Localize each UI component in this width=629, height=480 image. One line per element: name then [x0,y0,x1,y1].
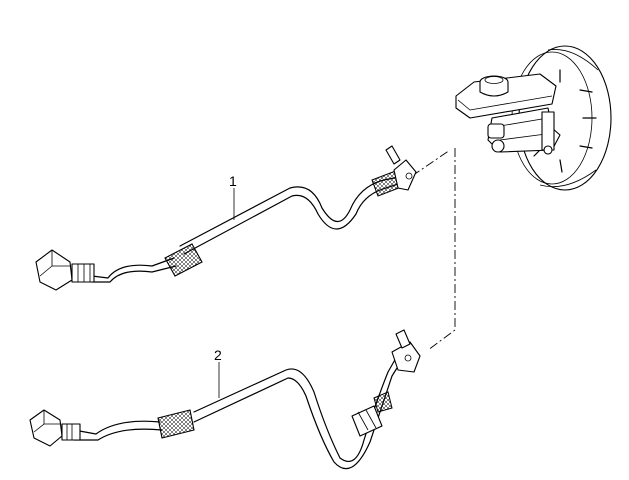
braided-hose-section-2 [157,409,195,439]
braided-hose-section [164,243,203,277]
brake-booster-assembly [455,45,612,191]
leader-line-upper [411,149,451,177]
callout-1-number: 1 [229,173,237,189]
clutch-line-2 [29,329,421,470]
retaining-clip [385,145,401,165]
grommet [351,405,383,437]
callout-2-number: 2 [214,347,222,363]
right-fitting [393,159,417,191]
left-connector-2 [29,409,63,447]
leader-line-lower [427,148,456,351]
clutch-line-1 [35,145,417,291]
retaining-clip-2 [395,329,411,349]
left-connector [35,249,73,291]
